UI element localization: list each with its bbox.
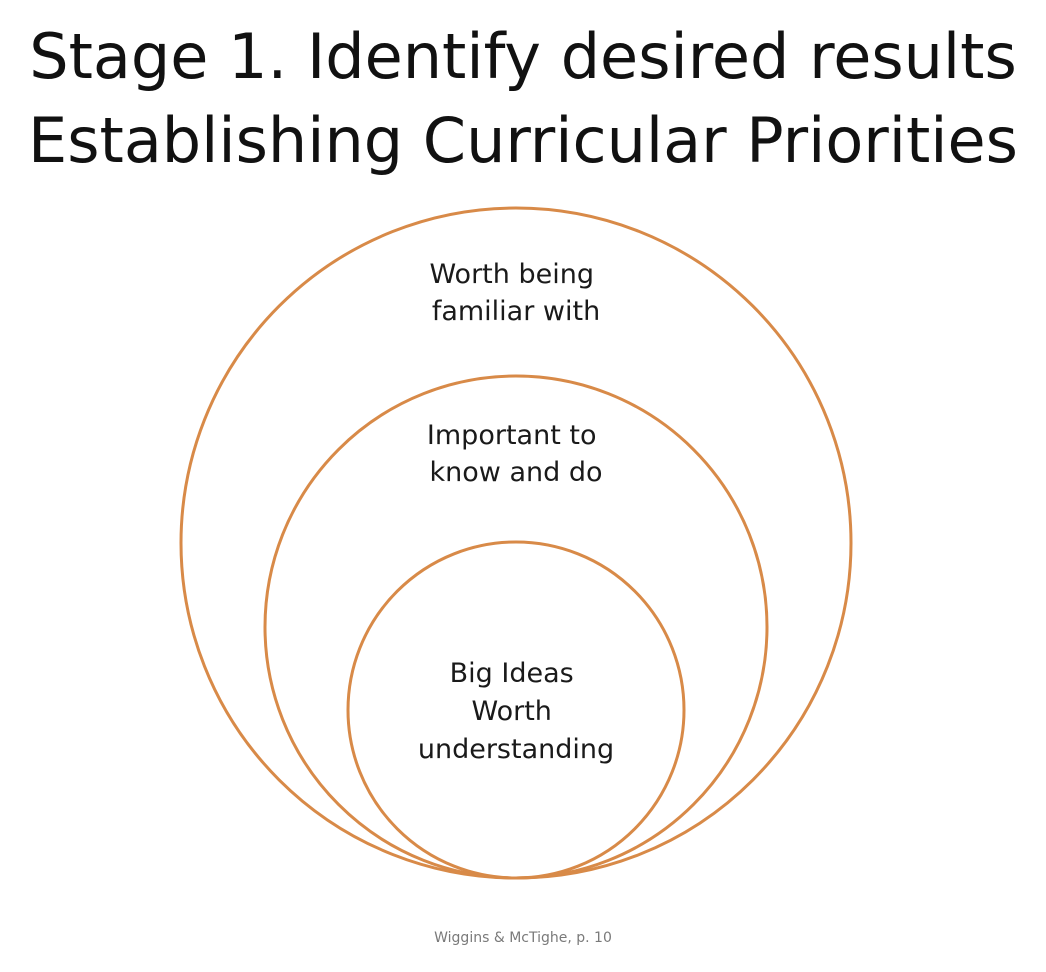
- citation: Wiggins & McTighe, p. 10: [434, 930, 612, 946]
- ring-middle-label-line-1: Important to: [427, 420, 597, 451]
- ring-inner-label-line-1: Big Ideas: [450, 658, 574, 689]
- ring-outer-label-line-1: Worth being: [429, 259, 594, 290]
- ring-inner: [346, 540, 686, 880]
- ring-inner-label-line-2: Worth: [471, 696, 551, 727]
- ring-middle: [263, 374, 769, 880]
- slide-title-line-2: Establishing Curricular Priorities: [28, 104, 1018, 177]
- ring-middle-label-line-2: know and do: [430, 457, 603, 488]
- ring-outer-label-line-2: familiar with: [432, 296, 600, 327]
- ring-outer-label: Worth being familiar with: [429, 259, 602, 327]
- ring-inner-label: Big Ideas Worth understanding: [418, 658, 614, 765]
- ring-middle-label: Important to know and do: [427, 420, 605, 488]
- ring-inner-label-line-3: understanding: [418, 734, 614, 765]
- slide-title-line-1: Stage 1. Identify desired results: [29, 20, 1017, 93]
